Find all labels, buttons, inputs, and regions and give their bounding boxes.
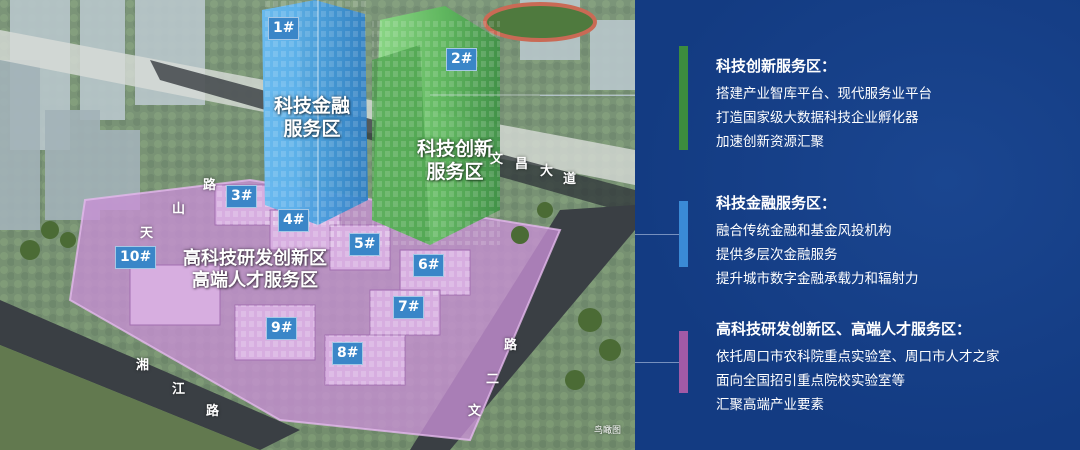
building-tag-4: 4# (278, 209, 310, 232)
section-hitech-line-2: 面向全国招引重点院校实验室等 (716, 373, 905, 389)
section-innovation-connector (540, 95, 635, 96)
road-label-wener-2: 二 (486, 372, 500, 387)
section-finance-connector (635, 234, 679, 235)
road-label-tianshan-2: 山 (172, 202, 186, 217)
zone-label-innovation-text: 科技创新 服务区 (416, 138, 493, 184)
aerial-view: 科技金融 服务区 科技创新 服务区 高科技研发创新区 高端人才服务区 1# 2#… (0, 0, 635, 450)
section-innovation-line-1: 搭建产业智库平台、现代服务业平台 (716, 86, 932, 102)
road-label-xiangjiang-3: 路 (206, 404, 220, 419)
section-innovation-line-2: 打造国家级大数据科技企业孵化器 (716, 110, 919, 126)
building-tag-1: 1# (268, 17, 300, 40)
zone-label-innovation: 科技创新 服务区 (380, 138, 530, 184)
building-tag-9: 9# (266, 317, 298, 340)
road-label-tianshan-1: 天 (140, 226, 154, 241)
road-label-wener-3: 路 (504, 338, 518, 353)
road-label-xiangjiang-2: 江 (172, 382, 186, 397)
aerial-illustration (0, 0, 635, 450)
info-panel: 科技创新服务区： 搭建产业智库平台、现代服务业平台 打造国家级大数据科技企业孵化… (635, 0, 1080, 450)
section-hitech-line-1: 依托周口市农科院重点实验室、周口市人才之家 (716, 349, 1000, 365)
section-innovation-line-3: 加速创新资源汇聚 (716, 134, 824, 150)
building-tag-2: 2# (446, 48, 478, 71)
section-finance-line-1: 融合传统金融和基金风投机构 (716, 223, 892, 239)
section-finance-line-3: 提升城市数字金融承载力和辐射力 (716, 271, 919, 287)
building-tag-8: 8# (332, 342, 364, 365)
road-label-wenchang-2: 昌 (515, 157, 529, 172)
road-label-wenchang-3: 大 (540, 164, 554, 179)
section-innovation-title: 科技创新服务区： (716, 57, 837, 75)
section-hitech-line-3: 汇聚高端产业要素 (716, 397, 824, 413)
building-tag-5: 5# (349, 233, 381, 256)
section-hitech-connector (635, 362, 679, 363)
zone-label-hitech: 高科技研发创新区 高端人才服务区 (155, 248, 355, 292)
building-tag-10: 10# (115, 246, 157, 269)
road-label-wener-1: 文 (468, 404, 482, 419)
section-finance-accent-bar (679, 201, 688, 267)
section-innovation-accent-bar (679, 46, 688, 150)
road-label-wenchang-4: 道 (563, 172, 577, 187)
building-tag-7: 7# (393, 296, 425, 319)
section-finance-title: 科技金融服务区： (716, 194, 837, 212)
image-caption: 鸟瞰图 (593, 426, 621, 436)
road-label-tianshan-3: 路 (203, 178, 217, 193)
section-hitech-title: 高科技研发创新区、高端人才服务区： (716, 320, 972, 338)
zone-label-finance: 科技金融 服务区 (252, 95, 372, 141)
road-label-xiangjiang-1: 湘 (136, 358, 150, 373)
section-hitech-accent-bar (679, 331, 688, 393)
zone-label-hitech-text: 高科技研发创新区 高端人才服务区 (183, 248, 327, 291)
section-finance-line-2: 提供多层次金融服务 (716, 247, 838, 263)
zone-label-finance-text: 科技金融 服务区 (273, 95, 350, 141)
building-tag-3: 3# (226, 185, 258, 208)
road-label-wenchang-1: 文 (490, 152, 504, 167)
building-tag-6: 6# (413, 254, 445, 277)
